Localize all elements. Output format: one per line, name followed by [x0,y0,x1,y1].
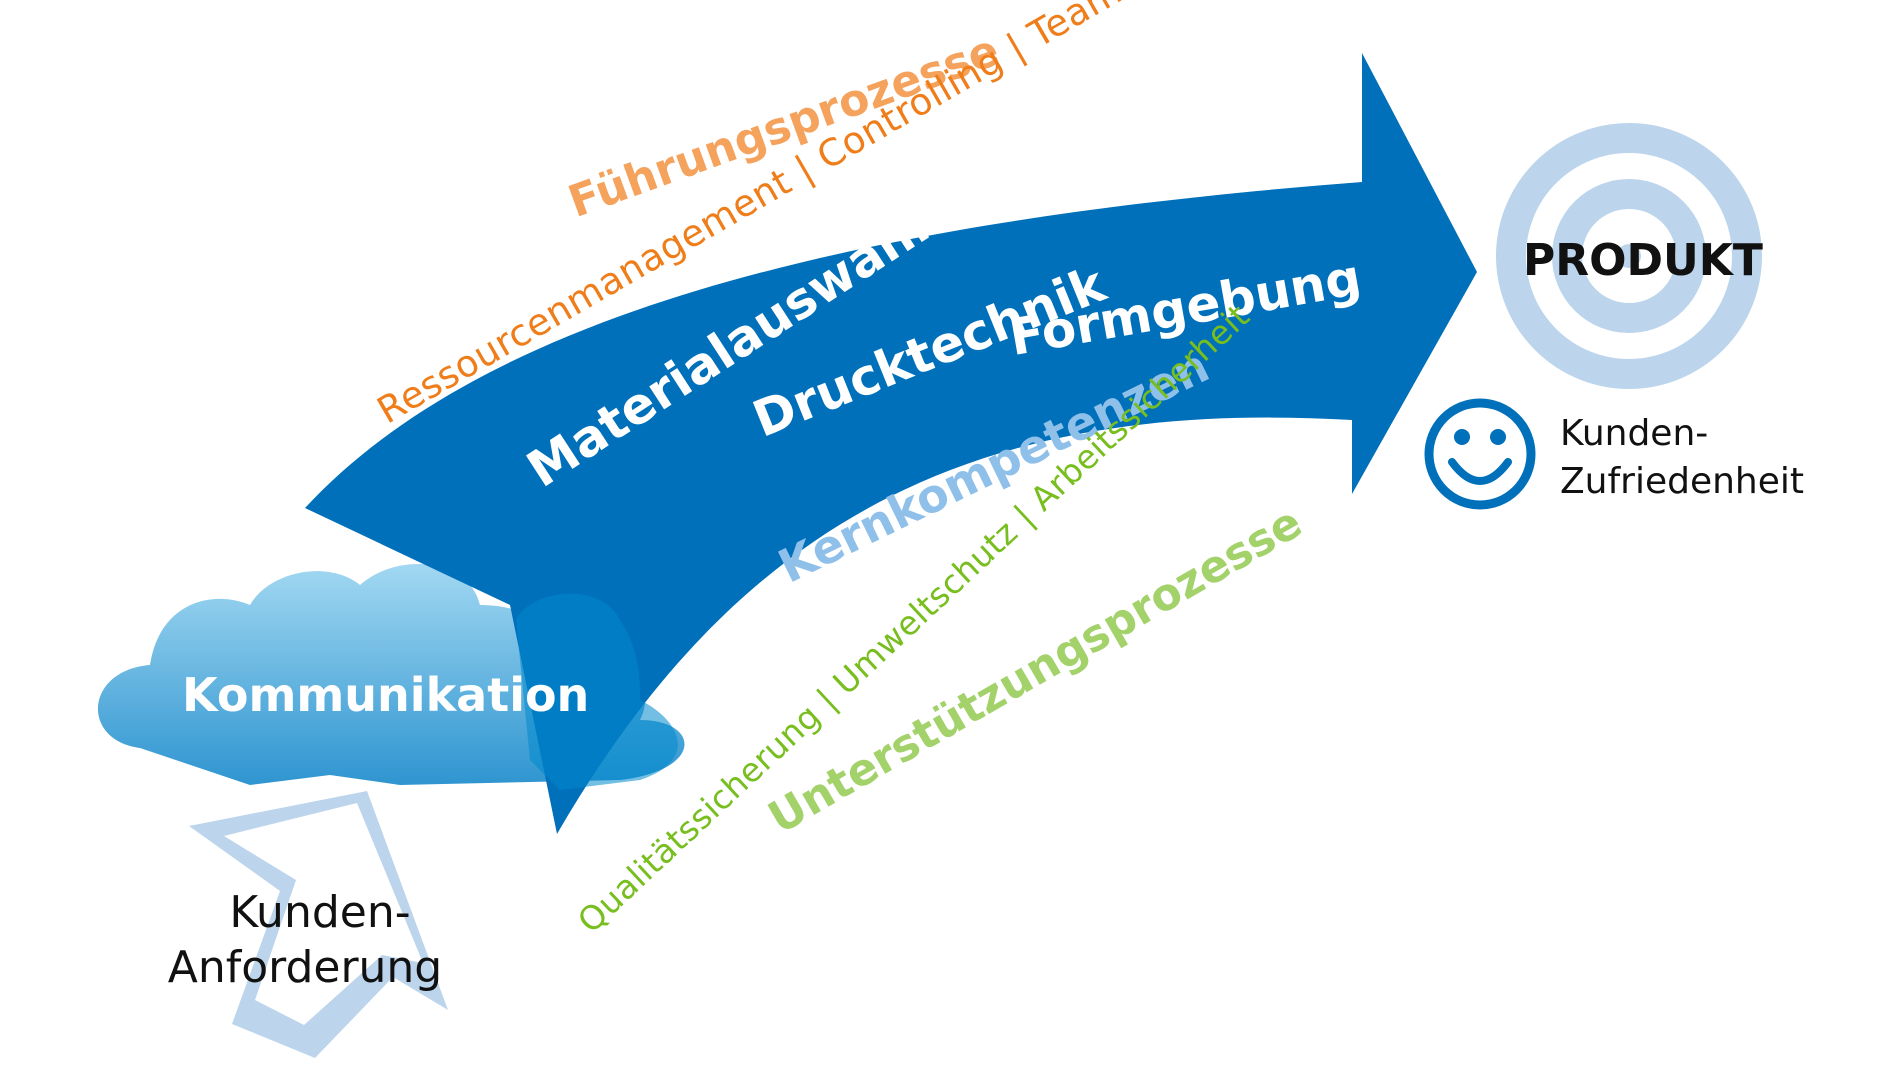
smiley-icon [1424,398,1536,510]
customer-satisfaction-line1: Kunden- [1560,413,1709,454]
target-icon [1496,123,1762,389]
cloud-overlap [516,593,678,790]
customer-requirement-label: Kunden- Anforderung [155,885,455,995]
customer-requirement-line1: Kunden- [229,887,411,938]
arrow-up-outline-icon [189,791,448,1058]
product-label: PRODUKT [1523,235,1763,286]
communication-label: Kommunikation [182,668,590,722]
customer-satisfaction-line2: Zufriedenheit [1560,461,1805,502]
customer-satisfaction-label: Kunden- Zufriedenheit [1560,410,1804,506]
customer-requirement-line2: Anforderung [167,942,443,993]
